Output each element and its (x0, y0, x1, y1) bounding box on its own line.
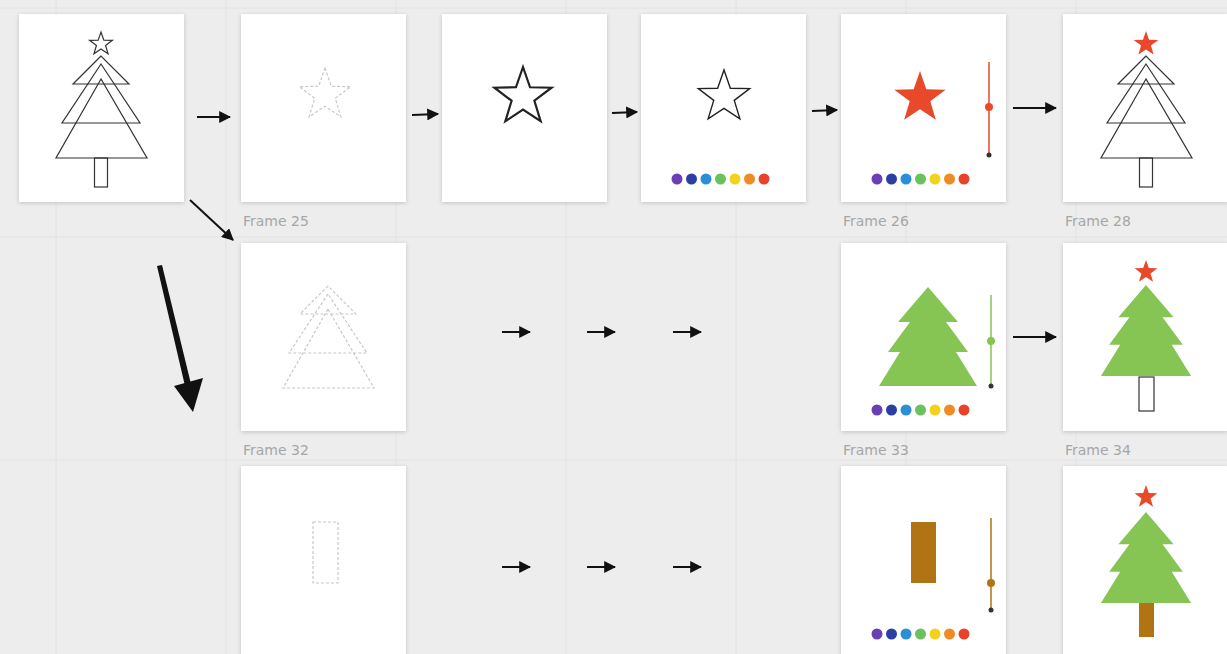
frame-area (841, 243, 1006, 431)
trunk-outline (1139, 377, 1154, 411)
slider-end (989, 608, 994, 613)
green-tree (1101, 512, 1191, 603)
filled-star (1134, 31, 1159, 55)
flow-arrow (502, 566, 530, 568)
tree-outline (56, 56, 147, 158)
flow-arrow (190, 200, 233, 240)
frame-node: Frame 25 (241, 14, 406, 230)
star-outline (494, 67, 551, 121)
trunk-outline (95, 158, 108, 187)
slider-knob (987, 337, 995, 345)
frame-card (841, 466, 1006, 654)
frame-card (1063, 466, 1227, 654)
flow-arrow (587, 566, 615, 568)
frame-node: Frame 34 (1063, 243, 1227, 459)
frame-label: Frame 32 (241, 441, 406, 459)
frame-cards (19, 14, 1227, 654)
star-outline (698, 70, 749, 119)
flow-connector (1013, 107, 1056, 109)
frame-card (1063, 14, 1227, 202)
frame-card (641, 14, 806, 202)
frame-card (442, 14, 607, 202)
slider-knob (987, 579, 995, 587)
big-arrow-shaft (157, 265, 191, 386)
big-arrow-head (174, 378, 203, 412)
frame-card (841, 243, 1006, 431)
frame-area (241, 243, 406, 431)
dashed-tree (283, 286, 374, 388)
filled-star (894, 71, 945, 120)
big-arrow (157, 265, 203, 412)
frame-label: Frame 28 (1063, 212, 1227, 230)
flow-arrow (612, 112, 637, 113)
tree-outline (1101, 56, 1192, 158)
frame-card (841, 14, 1006, 202)
frame-node: Frame 26 (841, 14, 1006, 230)
frame-card (241, 14, 406, 202)
flow-arrow (812, 110, 837, 111)
frame-label: Frame 25 (241, 212, 406, 230)
dashed-star (299, 68, 350, 117)
frame-node: Frame 28 (1063, 14, 1227, 230)
frame-area (841, 14, 1006, 202)
flow-arrow (197, 116, 230, 118)
color-palette (872, 174, 970, 185)
flow-connector (1013, 336, 1056, 338)
flow-arrow (587, 331, 615, 333)
color-palette (672, 174, 770, 185)
green-tree (1101, 285, 1191, 376)
color-palette (872, 405, 970, 416)
frame-label: Frame 34 (1063, 441, 1227, 459)
slider-track (990, 518, 992, 610)
frame-card (241, 466, 406, 654)
slider-end (987, 153, 992, 158)
green-tree (879, 287, 977, 386)
frame-card (241, 243, 406, 431)
brown-trunk (911, 522, 936, 583)
dashed-trunk (313, 522, 338, 583)
flow-arrow (673, 566, 701, 568)
frame-label: Frame 33 (841, 441, 1006, 459)
frame-node: Frame 32 (241, 243, 406, 459)
slider-end (989, 384, 994, 389)
frame-area (241, 14, 406, 202)
flow-arrow (673, 331, 701, 333)
flow-arrow (502, 331, 530, 333)
trunk-outline (1140, 158, 1153, 187)
filled-star (1135, 260, 1158, 282)
slider-knob (985, 103, 993, 111)
frame-label: Frame 26 (841, 212, 1006, 230)
filled-star (1135, 485, 1158, 507)
frame-card (1063, 243, 1227, 431)
frame-card (19, 14, 184, 202)
star-outline (90, 32, 113, 54)
flow-arrows (190, 110, 837, 567)
color-palette (872, 629, 970, 640)
frame-node: Frame 33 (841, 243, 1006, 459)
brown-trunk (1139, 603, 1154, 637)
frame-area (1063, 14, 1227, 202)
flow-arrow (412, 114, 438, 115)
frame-area (1063, 243, 1227, 431)
